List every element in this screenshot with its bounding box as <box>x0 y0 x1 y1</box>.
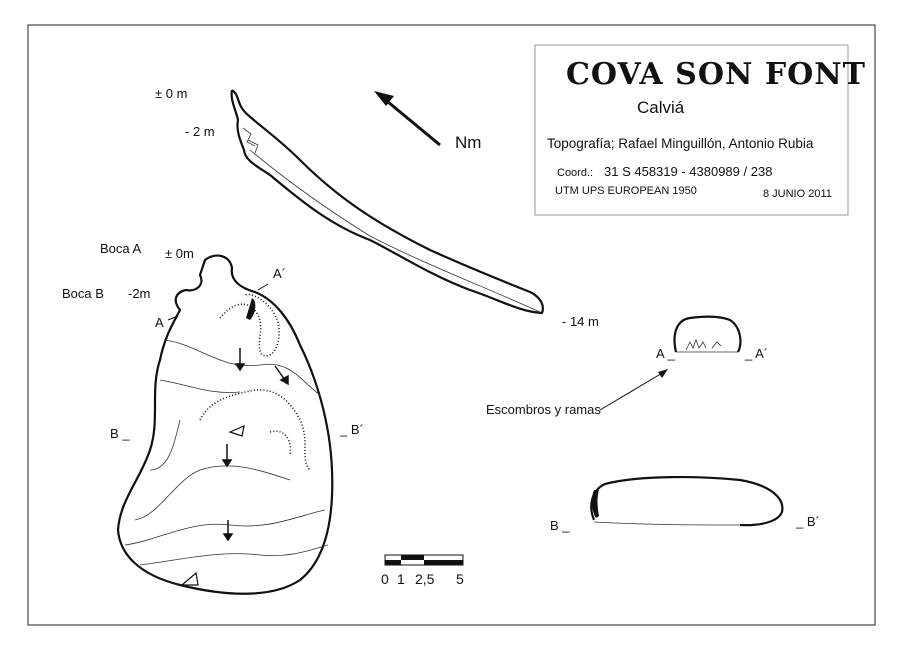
map-border <box>27 24 876 626</box>
datum: UTM UPS EUROPEAN 1950 <box>555 185 697 197</box>
profile-depth-14: - 14 m <box>562 314 599 329</box>
north-label: Nm <box>455 133 481 152</box>
surveyors: Topografía; Rafael Minguillón, Antonio R… <box>547 136 814 151</box>
scale-tick-1: 1 <box>397 571 405 587</box>
plan-section-a-right: A´ <box>273 266 286 281</box>
plan-section-b-left: B _ <box>110 426 130 441</box>
plan-section-b-right: _ B´ <box>339 422 364 437</box>
plan-section-a-left: A <box>155 315 164 330</box>
section-b-left: B _ <box>550 518 570 533</box>
scale-tick-0: 0 <box>381 571 389 587</box>
section-a-right: _ A´ <box>744 346 768 361</box>
coord-label: Coord.: <box>557 167 593 179</box>
cave-profile: ± 0 m - 2 m - 14 m <box>155 86 599 329</box>
scale-tick-2-5: 2,5 <box>415 571 435 587</box>
boca-a-label: Boca A <box>100 241 142 256</box>
profile-depth-2: - 2 m <box>185 124 215 139</box>
boca-b-depth: -2m <box>128 286 150 301</box>
map-title: COVA SON FONT <box>566 57 866 92</box>
north-arrow: Nm <box>374 91 481 152</box>
scale-bar: 0 1 2,5 5 <box>381 554 464 587</box>
scale-tick-5: 5 <box>456 571 464 587</box>
cave-plan: Boca A ± 0m Boca B -2m A A´ B _ _ B´ <box>62 241 364 595</box>
section-a-left: A _ <box>656 346 676 361</box>
profile-depth-0: ± 0 m <box>155 86 187 101</box>
title-block: COVA SON FONT Calviá Topografía; Rafael … <box>534 44 866 216</box>
debris-note: Escombros y ramas <box>486 402 601 417</box>
boca-b-label: Boca B <box>62 286 104 301</box>
cross-section-b: B _ _ B´ <box>550 475 820 533</box>
survey-date: 8 JUNIO 2011 <box>763 188 832 200</box>
slope-arrows <box>221 348 289 542</box>
coord-value: 31 S 458319 - 4380989 / 238 <box>604 164 772 179</box>
boca-a-depth: ± 0m <box>165 246 194 261</box>
location: Calviá <box>637 98 685 117</box>
cross-section-a: A _ _ A´ Escombros y ramas <box>486 315 768 417</box>
section-b-right: _ B´ <box>795 514 820 529</box>
